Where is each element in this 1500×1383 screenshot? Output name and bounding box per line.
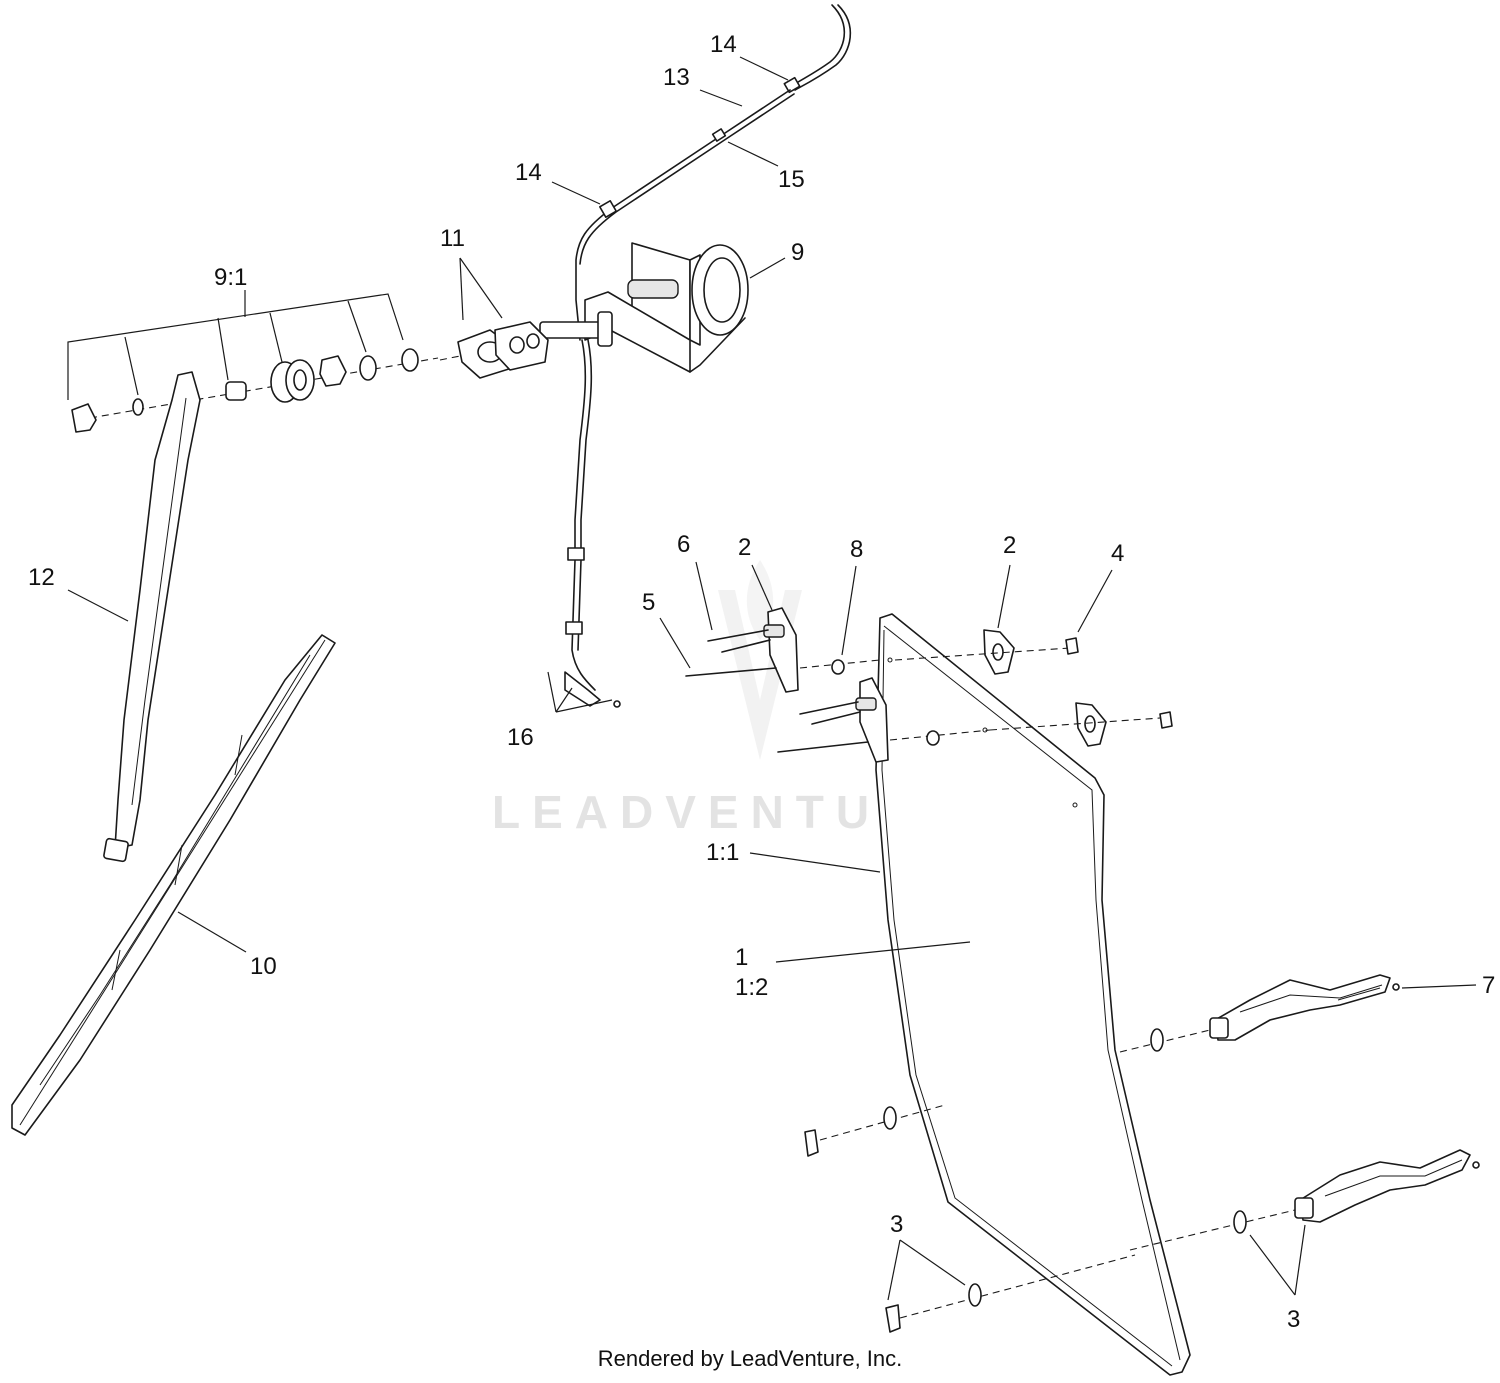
callout-7: 7 xyxy=(1482,972,1495,999)
render-credit: Rendered by LeadVenture, Inc. xyxy=(597,1346,903,1371)
top-hinge-right xyxy=(894,629,1173,747)
callout-6: 6 xyxy=(677,531,690,558)
washer-hose xyxy=(564,4,852,708)
callout-14-left: 14 xyxy=(515,159,542,186)
callout-16: 16 xyxy=(507,724,534,751)
callout-4: 4 xyxy=(1111,540,1124,567)
callout-2-left: 2 xyxy=(738,534,751,561)
callout-9-1: 9:1 xyxy=(214,264,247,291)
callout-3-right: 3 xyxy=(1287,1306,1300,1333)
lower-fasteners xyxy=(804,1104,1136,1333)
callout-1-1: 1:1 xyxy=(706,839,739,866)
callout-13: 13 xyxy=(663,64,690,91)
callout-14-top: 14 xyxy=(710,31,737,58)
hardware-kit xyxy=(71,348,439,433)
callout-9: 9 xyxy=(791,239,804,266)
leader-lines xyxy=(67,56,1477,1301)
callout-15: 15 xyxy=(778,166,805,193)
callout-12: 12 xyxy=(28,564,55,591)
lower-latch-upper xyxy=(1119,974,1400,1053)
wiper-motor xyxy=(539,242,749,373)
callout-2-right: 2 xyxy=(1003,532,1016,559)
wiper-arm xyxy=(103,371,201,863)
top-hinge-left xyxy=(685,607,991,763)
callout-5: 5 xyxy=(642,589,655,616)
callout-3-left: 3 xyxy=(890,1211,903,1238)
wiper-blade xyxy=(11,634,336,1136)
callout-10: 10 xyxy=(250,953,277,980)
lower-latch-lower xyxy=(1129,1149,1480,1251)
callout-1: 1 xyxy=(735,944,748,971)
callout-1-2: 1:2 xyxy=(735,974,768,1001)
spindle-bracket xyxy=(439,321,549,379)
callout-11: 11 xyxy=(440,225,465,252)
callout-8: 8 xyxy=(850,536,863,563)
windshield-glass xyxy=(875,613,1191,1376)
